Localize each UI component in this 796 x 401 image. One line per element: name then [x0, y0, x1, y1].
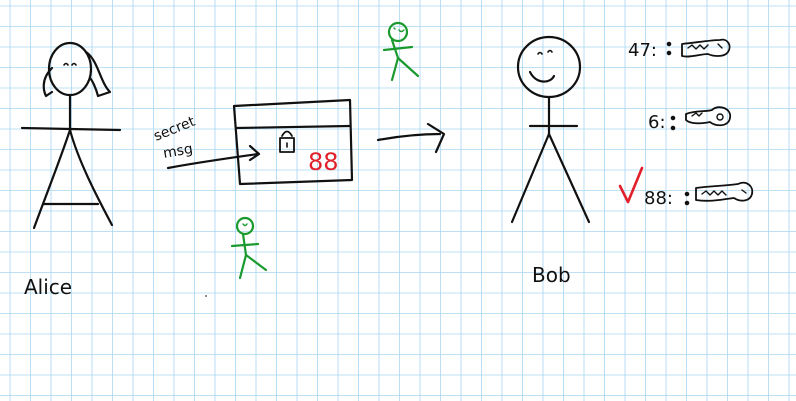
alice-hair-right: [84, 50, 112, 98]
bob-eye-left: [537, 51, 543, 55]
key-6-icon: [685, 106, 731, 127]
locked-box: [232, 98, 354, 186]
box-outline: [232, 98, 354, 186]
eavesdropper-top-figure: [382, 21, 420, 82]
secret-msg-label-line2: msg: [162, 141, 194, 162]
key-47-label: 47:: [628, 40, 657, 61]
alice-body-left: [32, 128, 72, 230]
secret-msg-arrow-line: [166, 152, 260, 170]
alice-head: [47, 41, 93, 97]
stray-dot: [205, 295, 207, 297]
alice-body-right: [68, 128, 114, 227]
alice-eye-right: [71, 62, 77, 66]
alice-arms: [20, 126, 122, 132]
eavesdropper-top-head: [387, 21, 409, 43]
bob-figure: [510, 35, 591, 224]
key-47-icon: [681, 38, 731, 58]
selected-key-checkmark: [618, 166, 644, 204]
alice-label: Alice: [24, 275, 72, 299]
bob-smile: [528, 70, 556, 83]
eavesdropper-bottom-head: [235, 216, 255, 236]
bob-label: Bob: [532, 263, 571, 287]
box-number-88: 88: [308, 148, 339, 176]
padlock-icon: [279, 130, 295, 153]
transfer-arrow-head: [426, 122, 446, 154]
box-lid-line: [234, 124, 352, 130]
key-6-label: 6:: [648, 112, 666, 133]
eavesdropper-bottom-figure: [230, 216, 268, 280]
bob-leg-right: [547, 132, 591, 224]
key-88-icon: [695, 181, 754, 202]
secret-msg-label-line1: secret: [152, 114, 198, 145]
key-88-label: 88:: [644, 188, 673, 209]
bob-leg-left: [510, 132, 551, 224]
alice-eye-left: [63, 62, 69, 66]
secret-msg-arrow-head: [248, 144, 261, 162]
alice-figure: [20, 41, 122, 230]
transfer-arrow-line: [376, 132, 442, 142]
bob-eye-right: [547, 49, 553, 53]
